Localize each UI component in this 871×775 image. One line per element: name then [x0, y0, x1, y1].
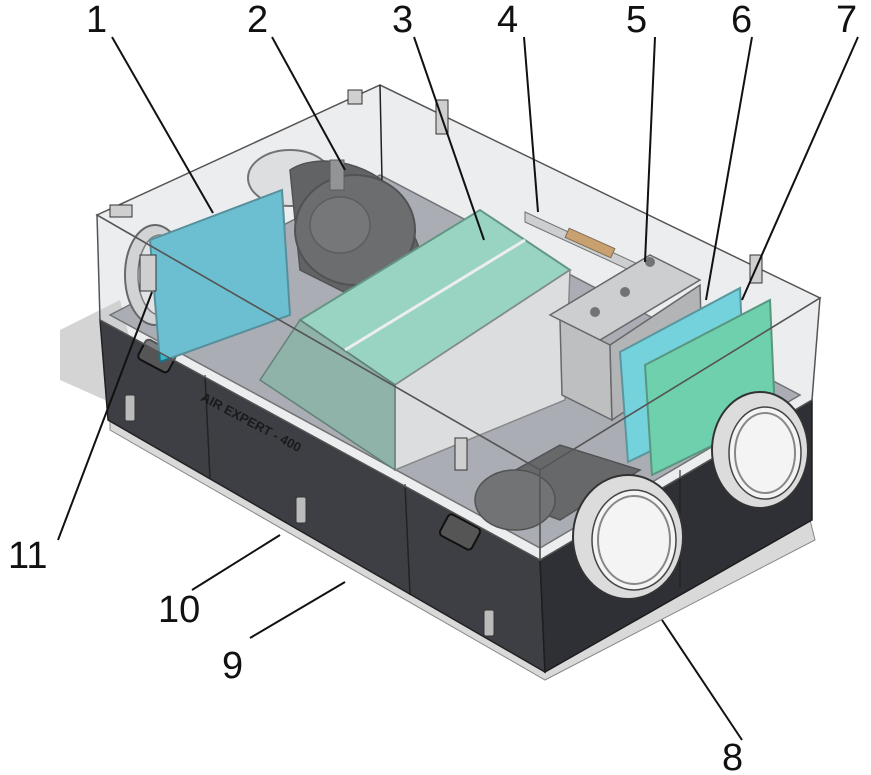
seam [404, 483, 411, 596]
callout-label-5: 5 [626, 0, 647, 41]
duct-front-left [572, 474, 684, 600]
callout-label-9: 9 [222, 645, 243, 687]
filter-1 [148, 188, 292, 364]
callout-label-8: 8 [722, 737, 743, 775]
callout-label-4: 4 [497, 0, 518, 41]
callout-label-10: 10 [158, 589, 200, 631]
callout-label-3: 3 [392, 0, 413, 41]
seam [204, 374, 211, 479]
callout-label-6: 6 [731, 0, 752, 41]
callout-label-7: 7 [836, 0, 857, 41]
fan-lower [474, 444, 642, 531]
heat-exchanger [258, 208, 572, 472]
fan-assembly [247, 149, 421, 301]
cover-edge [379, 84, 383, 181]
leader-lines [57, 36, 859, 741]
handle-middle [438, 513, 482, 551]
duct-front-right [711, 391, 809, 509]
callout-label-1: 1 [86, 0, 107, 41]
latches [124, 394, 495, 637]
callout-label-2: 2 [247, 0, 268, 41]
callout-label-11: 11 [8, 535, 47, 577]
